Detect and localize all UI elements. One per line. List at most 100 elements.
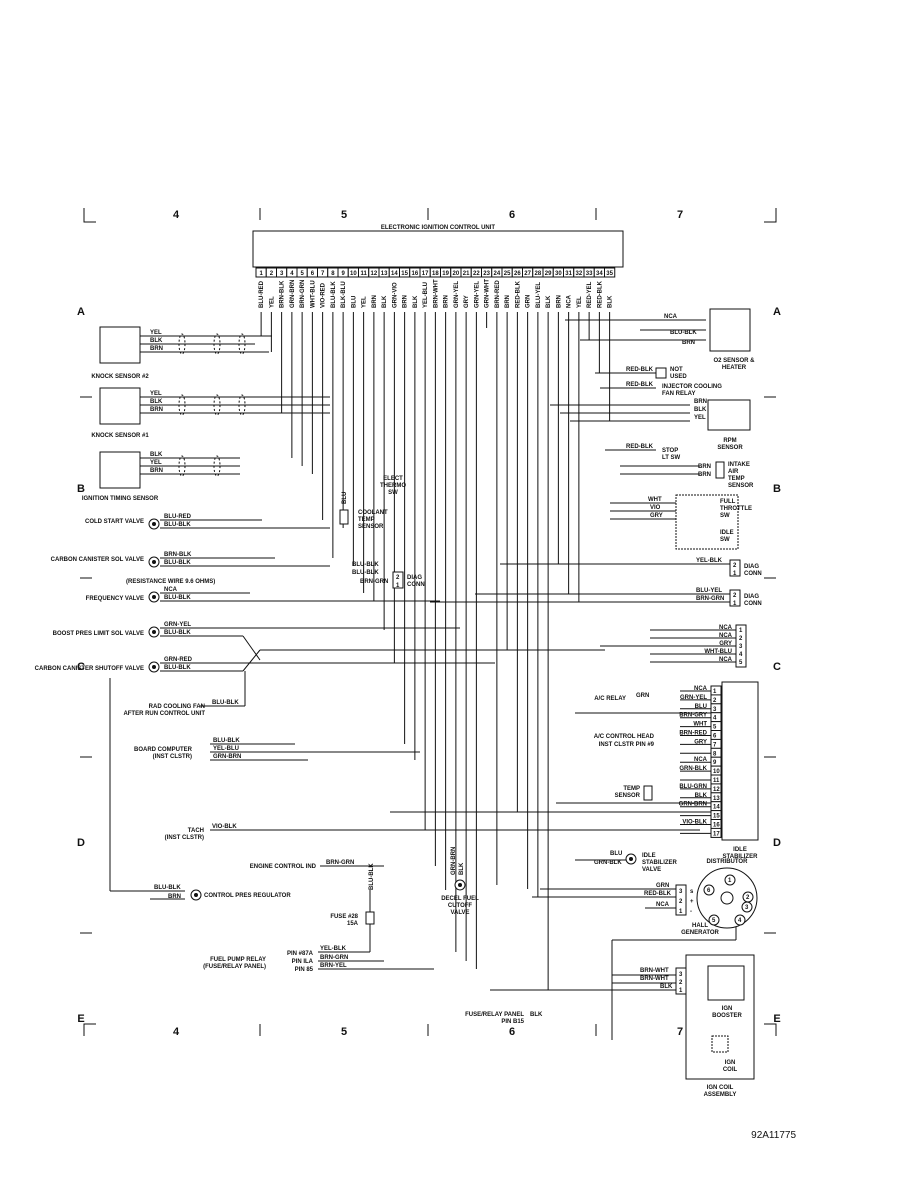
diag-center-label-1: DIAG [407, 575, 422, 581]
ecu-pin-number: 33 [586, 271, 593, 277]
idle-sw-label-1: IDLE [720, 530, 734, 536]
grid-col-bottom-5: 5 [341, 1026, 347, 1038]
conn5-wire-label: NCA [719, 633, 733, 639]
diag-center-wire-1: BLU-BLK [352, 562, 379, 568]
ecu-pin-box [604, 267, 616, 278]
coolant-label-1: COOLANT [358, 510, 388, 516]
hall-label-2: GENERATOR [681, 930, 719, 936]
stab-pin-number: 14 [713, 805, 720, 811]
ecu-harness [260, 312, 611, 990]
diag-a-label-2: CONN [744, 571, 762, 577]
stab-pin-number: 9 [713, 760, 717, 766]
hall-pin-3: 3 [679, 889, 683, 895]
intake-label-4: SENSOR [728, 483, 754, 489]
ecu-wire-label: NCA [567, 294, 573, 308]
ign-coil-label-2: COIL [723, 1067, 738, 1073]
control-pres-label: CONTROL PRES REGULATOR [204, 893, 291, 899]
intake-label-3: TEMP [728, 476, 745, 482]
ecu-pin-number: 35 [606, 271, 613, 277]
diag-a-pin-2: 2 [733, 563, 737, 569]
ecu-pin-number: 11 [360, 271, 367, 277]
hall-connector [675, 884, 687, 916]
stab-wire-label: BLU-GRN [679, 784, 707, 790]
diag-b-wire-2: BRN-GRN [696, 596, 724, 602]
idle-stabilizer-label-2: STABILIZER [723, 854, 759, 860]
grid-row-right-E: E [773, 1013, 780, 1025]
ecu-wire-label: GRY [464, 295, 470, 308]
grid-row-left-D: D [77, 837, 85, 849]
board-wire-1: BLU-BLK [213, 738, 240, 744]
diag-a-wire: YEL-BLK [696, 558, 723, 564]
idle-sw-label-2: SW [720, 537, 730, 543]
idle-stab-valve-label-2: STABILIZER [642, 860, 678, 866]
coil-wire-3: BLK [660, 984, 673, 990]
grid-col-top-6: 6 [509, 209, 515, 221]
ecu-pin-number: 25 [504, 271, 511, 277]
knock-sensor-1-body [99, 387, 141, 425]
frequency-wire-2: BLU-BLK [164, 595, 191, 601]
distributor-center [720, 891, 734, 905]
rpm-sensor-body [707, 399, 751, 431]
hall-mark-plus: + [690, 899, 694, 905]
rad-fan-label-1: RAD COOLING FAN [149, 704, 205, 710]
dist-pin-5: 5 [712, 918, 716, 924]
ecu-wire-label: YEL-BLU [423, 282, 429, 308]
knock-2-wire-3: BRN [150, 346, 163, 352]
coolant-label-3: SENSOR [358, 524, 384, 530]
ecu-wire-label: BLK [546, 295, 552, 308]
stab-pin-number: 3 [713, 707, 717, 713]
ac-relay-wire: GRN [636, 693, 649, 699]
ecu-wire-label: BRN [444, 295, 450, 308]
elect-thermo-label-3: SW [388, 490, 398, 496]
distributor-pins: 1 2 3 4 5 6 [703, 874, 754, 926]
grid-col-top-7: 7 [677, 209, 683, 221]
ecu-wire-label: YEL [577, 296, 583, 308]
ecu-wire-label: BLU [351, 296, 357, 308]
fuse-label-2: 15A [347, 921, 359, 927]
ign-coil-box [711, 1035, 729, 1053]
ecu-pin-number: 32 [576, 271, 583, 277]
tach-label-1: TACH [188, 828, 204, 834]
fuse-symbol [365, 911, 375, 925]
intake-label-2: AIR [728, 469, 739, 475]
stab-wire-label: GRN-BRN [679, 802, 707, 808]
injector-label-2: FAN RELAY [662, 391, 695, 397]
ecu-pin-number: 12 [371, 271, 378, 277]
control-pres-wire-1: BLU-BLK [154, 885, 181, 891]
rpm-wire-1: BRN [694, 399, 707, 405]
tach-wire: VIO-BLK [212, 824, 237, 830]
ign-timing-wire-3: BRN [150, 468, 163, 474]
stab-wire-label: NCA [694, 686, 708, 692]
diag-center-wire-3: BRN-GRN [360, 579, 388, 585]
not-used-wire: RED-BLK [626, 367, 654, 373]
coolant-wire: BLU [342, 492, 348, 504]
knock-sensor-1-labels: YEL BLK BRN KNOCK SENSOR #1 [91, 391, 163, 439]
coil-wire-1: BRN-WHT [640, 968, 669, 974]
ign-coil-label-1: IGN [725, 1060, 736, 1066]
diag-b-label-1: DIAG [744, 594, 759, 600]
stab-wire-label: WHT [693, 722, 707, 728]
ecu-wire-label: GRN-BRN [290, 280, 296, 308]
ecu-wire-label: BRN-WHT [433, 279, 439, 308]
hall-pin-1: 1 [679, 909, 683, 915]
ecu-wire-label: RED-BLK [597, 280, 603, 308]
conn5-pin-number: 4 [739, 652, 743, 658]
ecu-pin-number: 34 [596, 271, 603, 277]
fuse-panel-label-1: FUSE/RELAY PANEL [465, 1012, 524, 1018]
diag-center-wire-2: BLU-BLK [352, 570, 379, 576]
not-used-terminal [655, 367, 667, 379]
ac-relay-label: A/C RELAY [594, 696, 626, 702]
dist-pin-1: 1 [728, 878, 732, 884]
ecu-pin-number: 10 [350, 271, 357, 277]
engine-control-ind-label: ENGINE CONTROL IND [250, 864, 317, 870]
grid-row-right-B: B [773, 483, 781, 495]
hall-mark-s: s [690, 889, 694, 895]
ecu-wire-label: WHT-BLU [310, 280, 316, 308]
fuse-label-1: FUSE #28 [330, 914, 358, 920]
stab-pin-number: 2 [713, 698, 717, 704]
grid-col-bottom-6: 6 [509, 1026, 515, 1038]
rpm-wire-3: YEL [694, 415, 706, 421]
ecu-pin-number: 18 [432, 271, 439, 277]
grid-col-bottom-4: 4 [173, 1026, 180, 1038]
